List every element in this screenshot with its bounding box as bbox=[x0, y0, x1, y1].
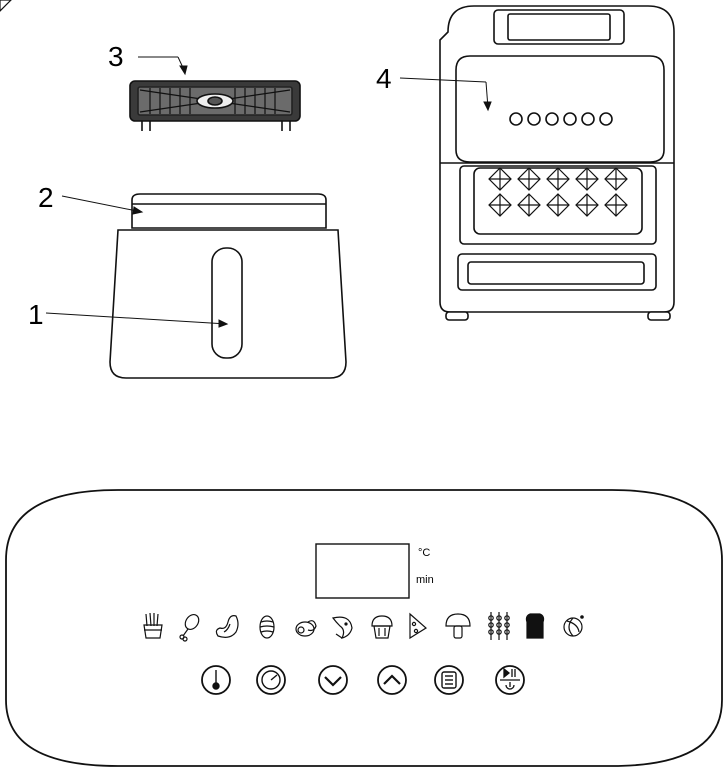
menu-icon bbox=[442, 672, 456, 688]
timer-icon bbox=[262, 671, 280, 689]
temp-unit-label: °C bbox=[418, 547, 430, 559]
callout-1: 1 bbox=[28, 299, 44, 330]
crisper-rack bbox=[130, 81, 300, 131]
basket-insert bbox=[132, 194, 326, 228]
control-panel-outline bbox=[6, 490, 722, 766]
timer-button[interactable] bbox=[257, 666, 285, 694]
callout-2: 2 bbox=[38, 182, 54, 213]
menu-button[interactable] bbox=[435, 666, 463, 694]
digital-display bbox=[316, 544, 409, 598]
drawer-pot bbox=[110, 230, 346, 378]
time-unit-label: min bbox=[416, 574, 434, 586]
toast-icon[interactable] bbox=[526, 614, 543, 638]
temperature-button[interactable] bbox=[202, 666, 230, 694]
callout-3: 3 bbox=[108, 41, 124, 72]
decrease-button[interactable] bbox=[319, 666, 347, 694]
increase-button[interactable] bbox=[378, 666, 406, 694]
air-fryer-body bbox=[440, 6, 674, 320]
callout-4: 4 bbox=[376, 63, 392, 94]
start-power-button[interactable] bbox=[496, 666, 524, 694]
